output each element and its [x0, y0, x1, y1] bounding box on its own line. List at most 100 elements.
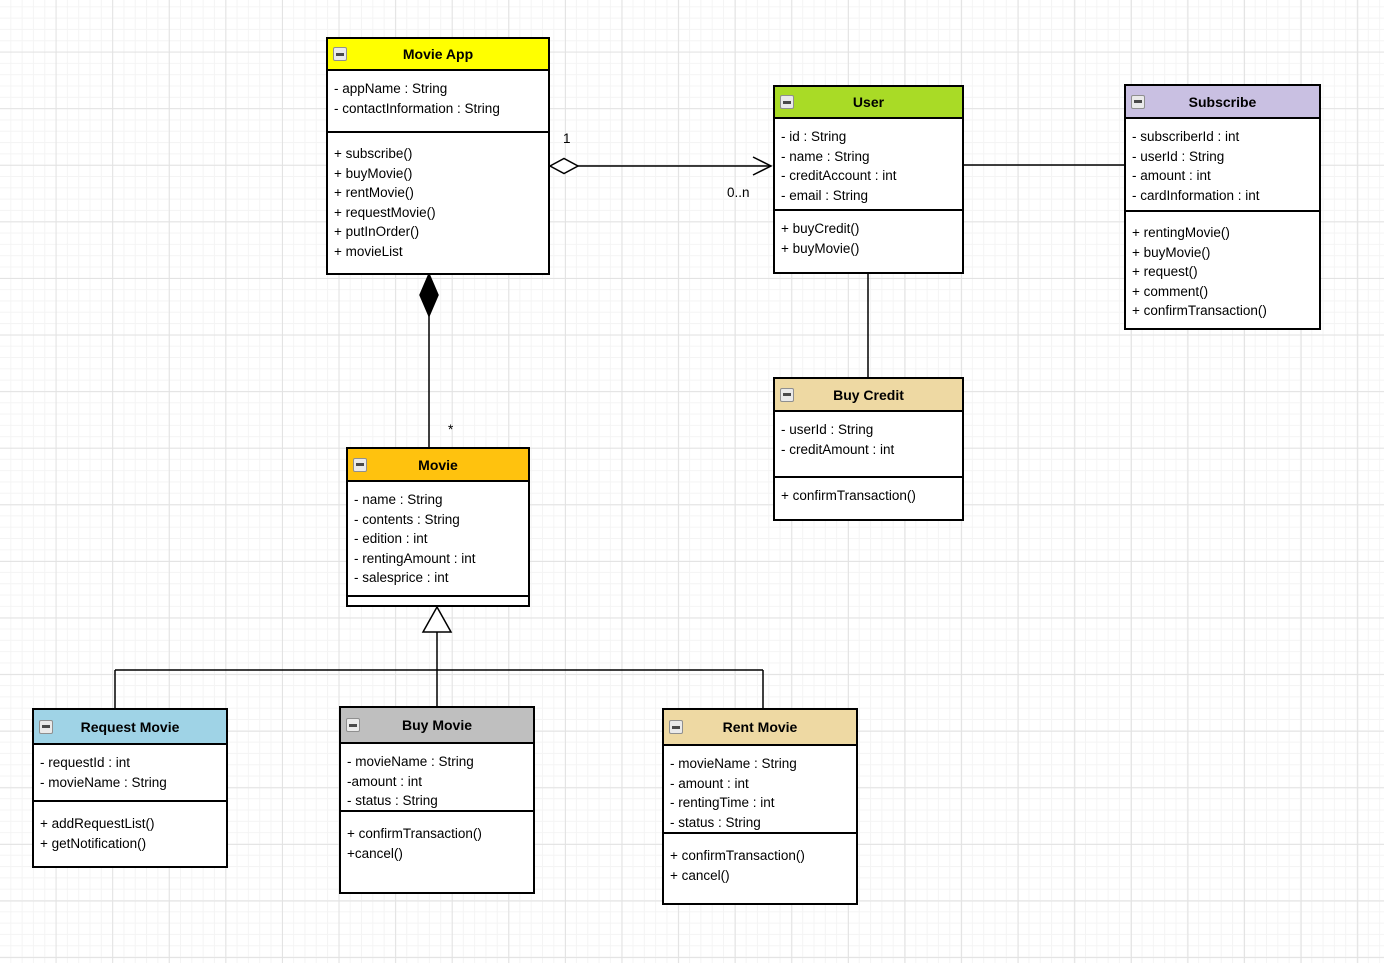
multiplicity-label-0n: 0..n [727, 185, 750, 200]
multiplicity-label-star: * [448, 422, 454, 437]
method: + cancel() [670, 867, 730, 883]
attribute: -amount : int [347, 773, 423, 789]
collapse-icon[interactable] [346, 718, 360, 732]
class-header: Buy Credit [775, 379, 962, 412]
class-movie-app[interactable]: Movie App - appName : String - contactIn… [326, 37, 550, 275]
minus-icon [42, 725, 50, 728]
class-subscribe[interactable]: Subscribe - subscriberId : int - userId … [1124, 84, 1321, 330]
method: +cancel() [347, 845, 403, 861]
attributes-section: - movieName : String - amount : int - re… [664, 746, 856, 834]
collapse-icon[interactable] [669, 720, 683, 734]
method: + confirmTransaction() [670, 848, 805, 863]
class-title: Subscribe [1188, 93, 1257, 110]
collapse-icon[interactable] [353, 457, 367, 472]
generalization-connector-movie-subclasses[interactable] [114, 605, 764, 708]
attribute: - rentingAmount : int [354, 550, 476, 566]
collapse-icon[interactable] [780, 95, 794, 109]
attribute: - contents : String [354, 511, 460, 527]
attribute: - email : String [781, 187, 869, 203]
minus-icon [356, 463, 364, 466]
attribute: - status : String [347, 793, 438, 808]
attributes-section: - name : String - contents : String - ed… [348, 482, 528, 597]
minus-icon [783, 393, 791, 396]
method: + putInOrder() [334, 224, 420, 239]
class-title: Movie App [402, 46, 474, 62]
attribute: - name : String [354, 492, 443, 507]
method: + subscribe() [334, 146, 413, 161]
attribute: - name : String [781, 148, 870, 164]
methods-section: + confirmTransaction() + cancel() [664, 834, 856, 903]
minus-icon [349, 723, 357, 727]
class-rent-movie[interactable]: Rent Movie - movieName : String - amount… [662, 708, 858, 905]
class-header: User [775, 87, 962, 119]
attribute: - movieName : String [670, 756, 797, 771]
attribute: - creditAccount : int [781, 168, 897, 183]
method: + buyMovie() [1132, 244, 1211, 260]
method: + confirmTransaction() [347, 826, 482, 841]
collapse-icon[interactable] [780, 387, 794, 402]
method: + confirmTransaction() [1132, 303, 1267, 318]
class-buy-movie[interactable]: Buy Movie - movieName : String -amount :… [339, 706, 535, 894]
multiplicity-label-1: 1 [563, 131, 571, 146]
method: + requestMovie() [334, 204, 436, 220]
attributes-section: - subscriberId : int - userId : String -… [1126, 119, 1319, 212]
attribute: - movieName : String [347, 754, 474, 769]
attribute: - status : String [670, 814, 761, 830]
methods-section: + confirmTransaction() [775, 478, 962, 519]
minus-icon [336, 52, 344, 56]
collapse-icon[interactable] [1131, 94, 1145, 109]
generalization-triangle-icon [421, 605, 453, 633]
composition-connector-movie-app-movie[interactable] [419, 272, 439, 447]
attribute: - id : String [781, 129, 847, 144]
class-request-movie[interactable]: Request Movie - requestId : int - movieN… [32, 708, 228, 868]
collapse-icon[interactable] [333, 47, 347, 61]
class-movie[interactable]: Movie - name : String - contents : Strin… [346, 447, 530, 607]
method: + addRequestList() [40, 816, 155, 831]
class-header: Movie [348, 449, 528, 482]
attribute: - creditAmount : int [781, 441, 895, 457]
class-header: Buy Movie [341, 708, 533, 744]
attribute: - cardInformation : int [1132, 187, 1260, 203]
attributes-section: - appName : String - contactInformation … [328, 71, 548, 133]
attributes-section: - userId : String - creditAmount : int [775, 412, 962, 478]
attributes-section: - movieName : String -amount : int - sta… [341, 744, 533, 812]
class-title: Movie [418, 456, 458, 473]
class-buy-credit[interactable]: Buy Credit - userId : String - creditAmo… [773, 377, 964, 521]
methods-section: + addRequestList() + getNotification() [34, 802, 226, 866]
collapse-icon[interactable] [39, 719, 53, 734]
methods-section: + buyCredit() + buyMovie() [775, 211, 962, 272]
attribute: - edition : int [354, 531, 428, 546]
class-header: Subscribe [1126, 86, 1319, 119]
aggregation-connector-movie-app-user[interactable] [548, 156, 773, 176]
attribute: - contactInformation : String [334, 100, 500, 116]
method: + rentMovie() [334, 185, 414, 200]
attributes-section: - id : String - name : String - creditAc… [775, 119, 962, 211]
attribute: - amount : int [670, 775, 749, 791]
methods-section: + rentingMovie() + buyMovie() + request(… [1126, 212, 1319, 328]
method: + getNotification() [40, 835, 147, 851]
method: + buyCredit() [781, 221, 860, 236]
attribute: - userId : String [1132, 148, 1225, 164]
method: + confirmTransaction() [781, 488, 916, 503]
class-header: Movie App [328, 39, 548, 71]
class-user[interactable]: User - id : String - name : String - cre… [773, 85, 964, 274]
method: + comment() [1132, 283, 1209, 299]
method: + movieList [334, 243, 403, 259]
attribute: - userId : String [781, 422, 874, 437]
open-arrow-icon [752, 156, 773, 176]
method: + buyMovie() [334, 165, 413, 181]
methods-section: + confirmTransaction() +cancel() [341, 812, 533, 892]
attribute: - requestId : int [40, 755, 131, 770]
attribute: - amount : int [1132, 168, 1211, 183]
class-title: User [852, 94, 885, 110]
attribute: - movieName : String [40, 774, 167, 790]
attribute: - appName : String [334, 81, 448, 96]
methods-section-empty [348, 597, 528, 605]
class-title: Request Movie [80, 718, 180, 735]
attribute: - salesprice : int [354, 570, 449, 585]
class-header: Request Movie [34, 710, 226, 745]
method: + request() [1132, 264, 1198, 279]
attribute: - rentingTime : int [670, 795, 775, 810]
class-title: Buy Movie [401, 717, 472, 733]
